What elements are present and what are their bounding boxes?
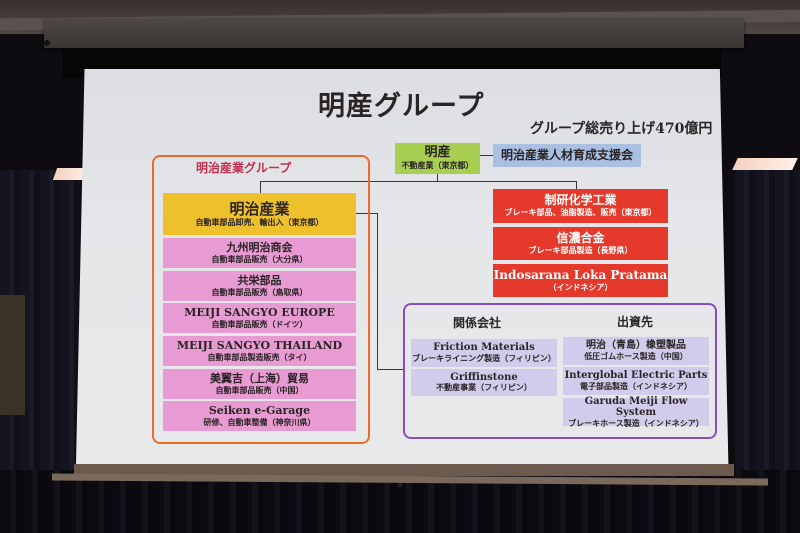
projector-screen-housing [44, 18, 744, 48]
group-member-box: MEIJI SANGYO EUROPE 自動車部品販売（ドイツ） [163, 303, 356, 333]
member-name: 九州明治商会 [226, 240, 293, 254]
connector-parent-assoc [480, 155, 493, 156]
related-item-desc: ブレーキライニング製造（フィリピン） [412, 352, 556, 363]
related-item-desc: 不動産事業（フィリピン） [436, 382, 532, 393]
member-desc: 自動車部品販売（ドイツ） [211, 318, 308, 329]
investee-item-desc: 電子部品製造（インドネシア） [580, 380, 692, 391]
subsidiary-desc: ブレーキ部品、油脂製造、販売（東京都） [504, 207, 657, 218]
member-name: 美翼吉（上海）貿易 [210, 371, 309, 385]
group-member-box: MEIJI SANGYO THAILAND 自動車部品製造販売（タイ） [163, 336, 356, 366]
subsidiary-name: Indosarana Loka Pratama [493, 267, 668, 282]
subsidiary-box: Indosarana Loka Pratama （インドネシア） [493, 264, 668, 297]
investees-label: 出資先 [617, 315, 654, 329]
meiji-head-box: 明治産業 自動車部品卸売、輸出入（東京都） [163, 193, 356, 235]
assoc-box: 明治産業人材育成支援会 [493, 144, 641, 167]
wall-panel [0, 295, 25, 415]
investee-item-desc: ブレーキホース製造（インドネシア） [568, 417, 704, 428]
slide-title: 明産グループ [318, 91, 485, 122]
member-name: Seiken e-Garage [208, 403, 311, 417]
investee-item-name: 明治（青島）橡塑製品 [586, 340, 686, 352]
related-label: 関係会社 [453, 316, 502, 330]
meiji-group-frame [152, 155, 370, 444]
connector-parent-down [437, 174, 438, 182]
investee-item-desc: 低圧ゴムホース製造（中国） [584, 350, 688, 361]
subsidiary-desc: （インドネシア） [548, 281, 613, 292]
investee-item-box: Garuda Meiji Flow System ブレーキホース製造（インドネシ… [563, 395, 709, 428]
ceiling-light-right [732, 158, 798, 170]
subsidiary-name: 信濃合金 [556, 230, 605, 245]
connector-to-related [377, 369, 404, 370]
parent-desc: 不動産業（東京都） [401, 160, 474, 171]
member-desc: 自動車部品販売（中国） [215, 384, 304, 395]
subsidiary-desc: ブレーキ部品製造（長野県） [528, 244, 633, 255]
member-name: MEIJI SANGYO THAILAND [176, 338, 343, 352]
member-desc: 研修、自動車整備（神奈川県） [203, 416, 316, 427]
subsidiary-box: 制研化学工業 ブレーキ部品、油脂製造、販売（東京都） [493, 189, 668, 223]
meiji-head-name: 明治産業 [229, 199, 290, 218]
related-item-box: Friction Materials ブレーキライニング製造（フィリピン） [411, 339, 557, 367]
related-item-name: Griffinstone [450, 371, 518, 383]
meiji-group-label: 明治産業グループ [196, 161, 292, 175]
investee-item-box: 明治（青島）橡塑製品 低圧ゴムホース製造（中国） [563, 337, 709, 365]
total-sales: グループ総売り上げ470億円 [530, 121, 713, 137]
related-item-name: Friction Materials [433, 342, 535, 354]
connector-meiji-down [377, 213, 378, 370]
member-name: MEIJI SANGYO EUROPE [184, 305, 335, 319]
connector-to-subsidiaries [576, 181, 577, 189]
parent-company-box: 明産 不動産業（東京都） [395, 143, 480, 174]
group-member-box: Seiken e-Garage 研修、自動車整備（神奈川県） [163, 401, 356, 431]
subsidiary-name: 制研化学工業 [544, 193, 617, 208]
investee-item-name: Garuda Meiji Flow System [584, 395, 688, 419]
group-member-box: 美翼吉（上海）貿易 自動車部品販売（中国） [163, 369, 356, 399]
meiji-head-desc: 自動車部品卸売、輸出入（東京都） [195, 216, 324, 227]
connector-horizontal [260, 181, 576, 182]
group-member-box: 九州明治商会 自動車部品販売（大分県） [163, 238, 356, 268]
related-companies-frame [403, 303, 717, 439]
member-name: 共栄部品 [237, 273, 282, 287]
assoc-name: 明治産業人材育成支援会 [500, 147, 633, 162]
housing-knob [44, 40, 50, 46]
member-desc: 自動車部品販売（鳥取県） [211, 286, 308, 297]
related-item-box: Griffinstone 不動産事業（フィリピン） [411, 369, 557, 396]
investee-item-name: Interglobal Electric Parts [564, 370, 708, 382]
connector-to-meiji [260, 181, 261, 193]
investee-item-box: Interglobal Electric Parts 電子部品製造（インドネシア… [563, 367, 709, 395]
connector-meiji-right [356, 213, 378, 214]
subsidiary-box: 信濃合金 ブレーキ部品製造（長野県） [493, 227, 668, 260]
group-member-box: 共栄部品 自動車部品販売（鳥取県） [163, 271, 356, 301]
screen-bottom-border [74, 464, 734, 476]
parent-name: 明産 [424, 145, 451, 161]
member-desc: 自動車部品販売（大分県） [211, 253, 308, 264]
screen-pull-handle [398, 483, 402, 487]
member-desc: 自動車部品製造販売（タイ） [207, 351, 312, 362]
